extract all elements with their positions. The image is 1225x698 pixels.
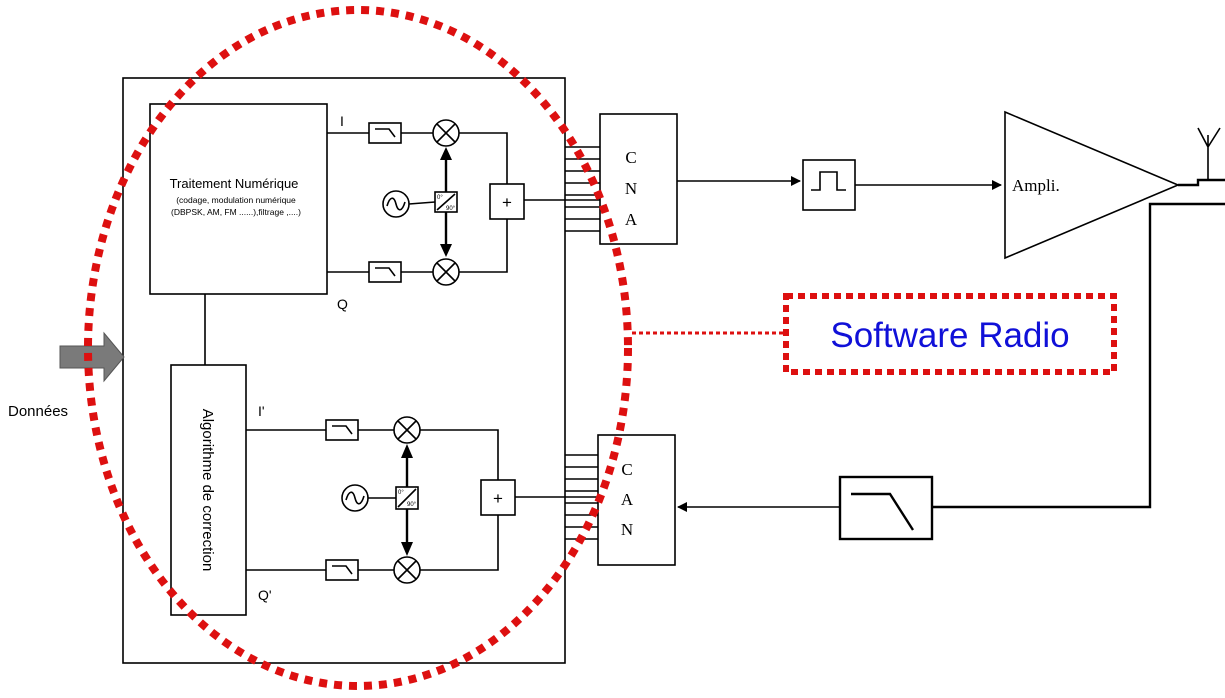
return-lowpass-filter — [838, 475, 934, 541]
cna-letter-2: N — [625, 179, 637, 198]
summer-upper — [489, 183, 525, 220]
q-label: Q — [337, 296, 348, 312]
can-letter-3: N — [621, 520, 633, 539]
software-radio-label-box — [783, 293, 1117, 375]
lowpass-filter-q — [368, 261, 402, 283]
can-letter-1: C — [621, 460, 632, 479]
svg-text:0°: 0° — [437, 195, 443, 201]
pulse-shaping-filter — [802, 159, 856, 211]
svg-text:90°: 90° — [407, 502, 417, 508]
can-block — [597, 434, 676, 566]
cna-bus-lines — [565, 146, 600, 232]
i-prime-label: I' — [258, 403, 265, 419]
lowpass-filter-i — [368, 122, 402, 144]
traitement-sub2: (DBPSK, AM, FM ......),filtrage ,....) — [171, 207, 301, 217]
cna-letter-3: A — [625, 210, 638, 229]
i-label: I — [340, 113, 344, 129]
svg-text:0°: 0° — [398, 490, 404, 496]
lowpass-filter-i-prime — [325, 419, 359, 441]
can-letter-2: A — [621, 490, 634, 509]
lowpass-filter-q-prime — [325, 559, 359, 581]
svg-text:90°: 90° — [446, 206, 456, 212]
algorithme-correction-block — [170, 364, 247, 616]
ampli-label: Ampli. — [1012, 176, 1060, 195]
summer-lower-label: + — [493, 489, 503, 508]
traitement-numerique-block — [149, 103, 328, 295]
summer-upper-label: + — [502, 193, 512, 212]
amplifier-triangle — [1004, 110, 1181, 260]
donnees-label: Données — [8, 403, 68, 420]
traitement-sub1: (codage, modulation numérique — [176, 195, 296, 205]
summer-lower — [480, 479, 516, 516]
algorithme-label: Algorithme de correction — [199, 409, 216, 572]
traitement-title: Traitement Numérique — [170, 176, 299, 191]
antenna-icon — [1197, 127, 1221, 180]
main-board-box — [122, 77, 566, 664]
software-radio-label: Software Radio — [830, 316, 1069, 355]
q-prime-label: Q' — [258, 587, 272, 603]
software-radio-boundary — [84, 6, 632, 690]
cna-letter-1: C — [625, 148, 636, 167]
